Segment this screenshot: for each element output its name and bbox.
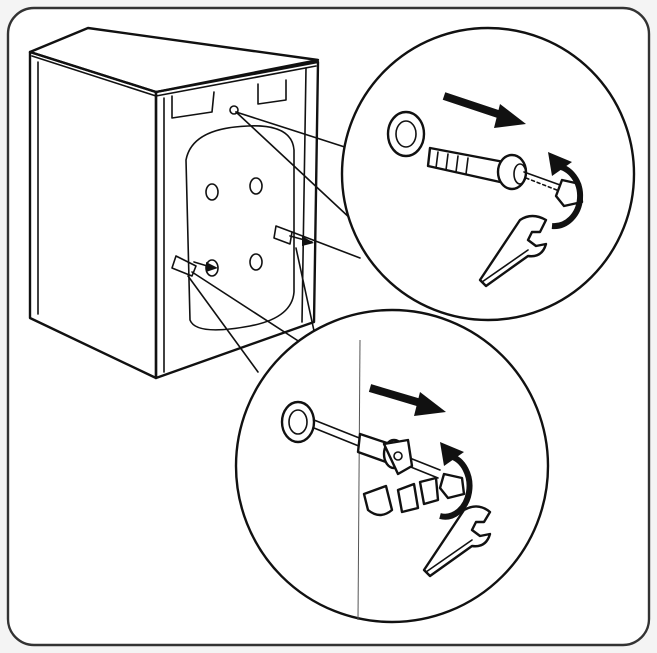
hole-plug (280, 400, 316, 444)
transit-bolt (273, 225, 314, 246)
upper-callout (235, 26, 636, 322)
rotate-ccw-icon (439, 442, 473, 520)
transit-bolt (171, 255, 218, 277)
arrow-right-icon (442, 92, 526, 128)
spacer-sleeve (426, 146, 584, 208)
hole-plug (386, 110, 426, 158)
rotate-ccw-icon (548, 152, 584, 230)
lower-callout (187, 247, 550, 624)
spanner-icon (478, 214, 548, 288)
arrow-right-icon (368, 384, 446, 416)
spanner-icon (422, 505, 492, 578)
